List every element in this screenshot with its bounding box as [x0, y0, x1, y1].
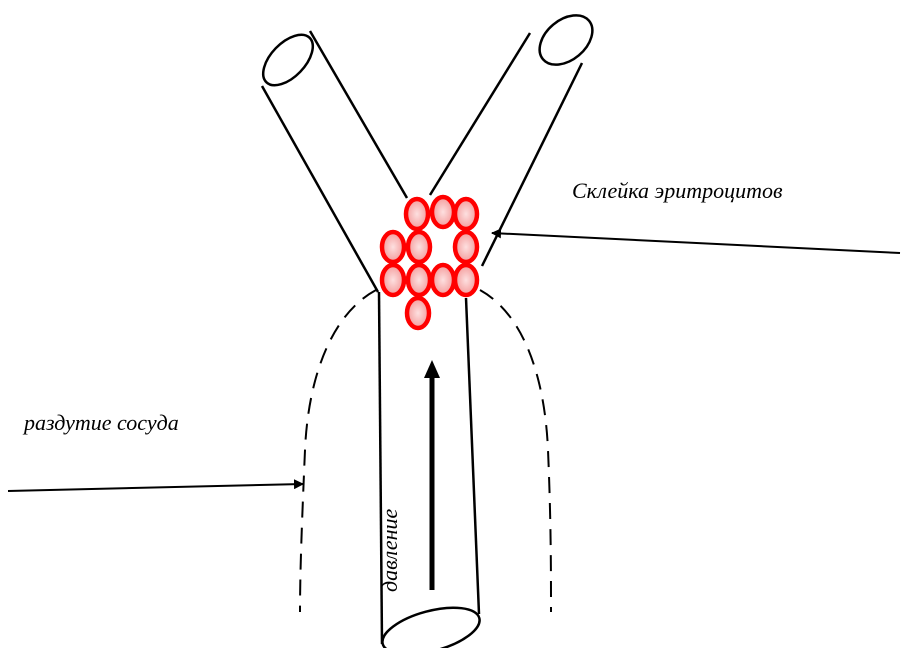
right-branch-vessel	[430, 5, 602, 266]
rbc-aggregate	[382, 197, 477, 328]
red-blood-cell	[382, 232, 404, 262]
red-blood-cell	[406, 199, 428, 229]
dilation-pointer-arrow	[8, 484, 303, 491]
red-blood-cell	[455, 265, 477, 295]
red-blood-cell	[407, 298, 429, 328]
rbc-aggregation-label: Склейка эритроцитов	[572, 178, 783, 204]
red-blood-cell	[455, 199, 477, 229]
vessel-dilation-label: раздутие сосуда	[24, 410, 179, 436]
rbc-pointer-arrow	[492, 233, 900, 253]
red-blood-cell	[432, 265, 454, 295]
dilated-vessel-outline	[300, 290, 551, 612]
pressure-arrow	[424, 360, 440, 590]
red-blood-cell	[408, 265, 430, 295]
red-blood-cell	[408, 232, 430, 262]
pressure-label: давление	[377, 509, 403, 592]
red-blood-cell	[455, 232, 477, 262]
red-blood-cell	[382, 265, 404, 295]
red-blood-cell	[432, 197, 454, 227]
